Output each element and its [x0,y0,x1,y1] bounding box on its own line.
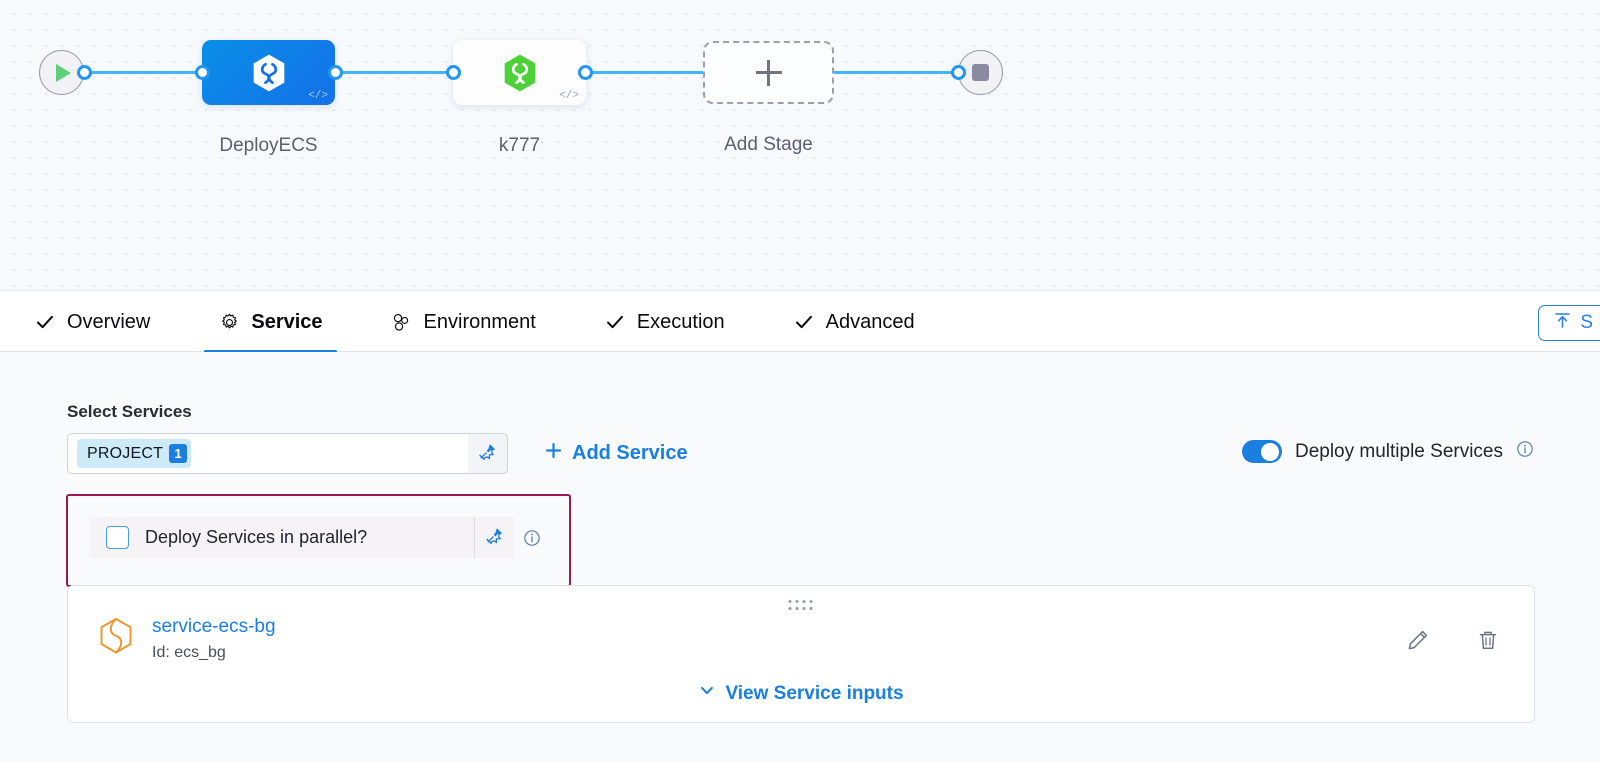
tab-advanced[interactable]: Advanced [759,291,949,353]
drag-handle-icon[interactable] [788,600,814,611]
tab-label: Advanced [825,310,915,333]
service-id-text: Id: ecs_bg [152,644,226,661]
deploy-multiple-services-label: Deploy multiple Services [1294,440,1503,462]
selected-service-chip[interactable]: PROJECT 1 [77,439,192,468]
service-config-panel: Select Services PROJECT 1 Ad [0,352,1600,762]
tab-label: Service [251,310,323,333]
deploy-parallel-info-button[interactable] [523,529,541,552]
stage-code-glyph: </> [559,90,579,102]
chip-label: PROJECT [87,444,164,462]
check-icon [793,311,815,333]
pipeline-canvas[interactable]: </> DeployECS </> k777 Add Stage [0,0,1600,290]
service-name-link[interactable]: service-ecs-bg [152,616,276,637]
chevron-down-icon [698,682,715,705]
info-icon [524,530,540,546]
save-as-template-button[interactable]: S [1538,305,1600,341]
check-icon [34,311,56,333]
port-start-out[interactable] [77,65,92,80]
tab-label: Overview [67,310,151,333]
stage-config-tabbar: Overview Service [0,290,1600,353]
tab-list: Overview Service [0,291,949,353]
stage-code-glyph: </> [308,90,328,102]
trash-icon[interactable] [1476,628,1500,657]
port-k777-in[interactable] [446,65,461,80]
stage-deployecs[interactable]: </> [202,40,335,105]
add-service-button[interactable]: Add Service [544,441,688,466]
deploy-parallel-label: Deploy Services in parallel? [145,527,368,547]
edge-deployecs-to-k777 [332,71,460,74]
harness-hexagon-icon [253,54,284,91]
stage-label-deployecs: DeployECS [219,135,318,156]
check-icon [604,311,626,333]
save-to-template-icon [1553,311,1572,336]
port-end-in[interactable] [951,65,966,80]
pipeline-start-node[interactable] [39,50,84,95]
deploy-parallel-row[interactable]: Deploy Services in parallel? [89,517,494,558]
play-icon [56,63,71,82]
tab-environment[interactable]: Environment [357,291,570,353]
port-k777-out[interactable] [578,65,593,80]
tab-service[interactable]: Service [184,291,356,353]
tab-label: Environment [423,310,536,333]
tab-overview[interactable]: Overview [0,291,184,353]
select-services-pin-button[interactable] [468,433,508,474]
plus-icon-vertical [767,59,770,86]
info-icon[interactable] [1516,440,1534,463]
select-services-input[interactable]: PROJECT 1 [67,433,508,474]
service-card-actions [1406,628,1500,657]
add-stage-node[interactable] [703,41,834,104]
pin-icon [479,443,496,465]
deploy-parallel-highlight: Deploy Services in parallel? [66,494,571,587]
pin-icon [486,527,503,549]
deploy-multiple-services-row: Deploy multiple Services [1241,440,1534,463]
view-service-inputs-button[interactable]: View Service inputs [698,682,904,705]
tab-label: Execution [636,310,725,333]
edge-addstage-to-end [830,71,965,74]
save-button-label: S [1580,312,1593,333]
toggle-knob [1261,442,1280,461]
edge-start-to-deployecs [84,71,210,74]
service-cube-icon [98,617,134,660]
add-service-label: Add Service [572,442,688,464]
deploy-multiple-services-toggle[interactable] [1241,440,1282,463]
deploy-parallel-checkbox[interactable] [106,526,129,549]
edge-k777-to-addstage [582,71,710,74]
tab-execution[interactable]: Execution [570,291,759,353]
view-service-inputs-label: View Service inputs [725,682,904,704]
pencil-icon[interactable] [1406,628,1430,657]
service-card[interactable]: service-ecs-bg Id: ecs_bg View Service i… [67,585,1535,723]
add-stage-label: Add Stage [724,134,813,155]
plus-icon [544,441,563,466]
cluster-icon [391,311,413,333]
select-services-label: Select Services [67,402,192,421]
gear-icon [218,311,240,333]
chip-count-badge: 1 [169,444,188,463]
port-deployecs-in[interactable] [195,65,210,80]
deploy-parallel-pin-button[interactable] [474,517,514,558]
stage-k777[interactable]: </> [453,40,586,105]
stage-label-k777: k777 [498,135,541,156]
stop-icon [972,64,989,81]
port-deployecs-out[interactable] [328,65,343,80]
harness-hexagon-icon [504,54,535,91]
